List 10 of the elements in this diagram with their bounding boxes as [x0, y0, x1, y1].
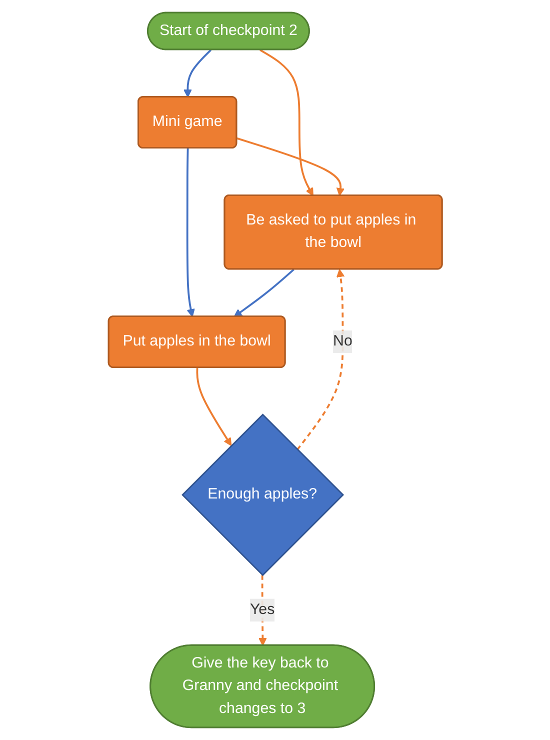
- arrow: [259, 49, 314, 196]
- node-diamond: Enough apples?: [181, 414, 344, 576]
- arrow: [296, 269, 344, 450]
- arrow: [196, 368, 232, 446]
- edge-label: No: [332, 333, 352, 350]
- arrow: [236, 137, 344, 196]
- arrow: [183, 49, 212, 98]
- edge-label: Yes: [250, 602, 274, 618]
- arrow: [233, 268, 294, 318]
- arrow: [186, 148, 195, 318]
